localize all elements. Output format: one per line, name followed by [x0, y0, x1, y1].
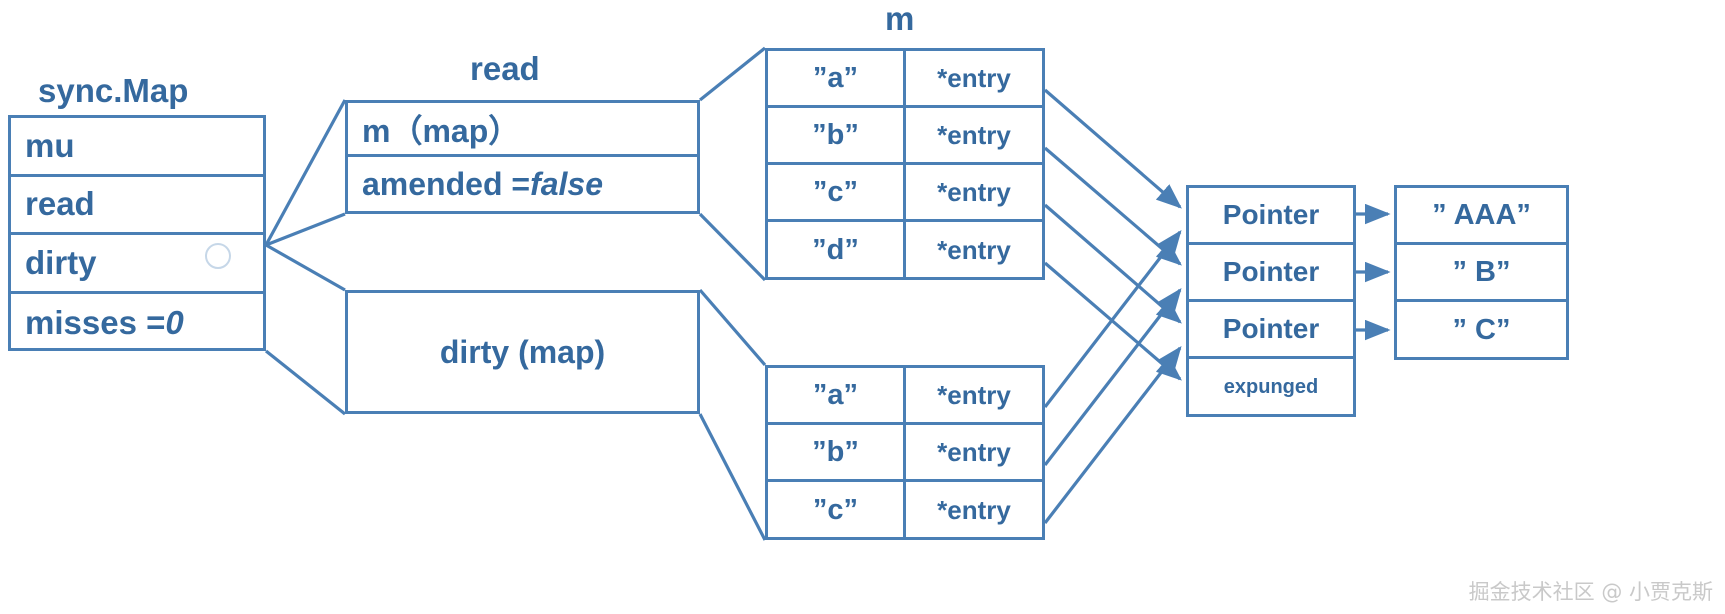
table-row: ”d” *entry: [768, 222, 1042, 279]
edge-dirty: [265, 243, 346, 292]
pointer-stack: Pointer Pointer Pointer expunged: [1186, 185, 1356, 417]
table-row: ”b” *entry: [768, 425, 1042, 482]
m-key-c: ”c”: [768, 165, 906, 219]
table-row: ”a” *entry: [768, 368, 1042, 425]
edge-read-m-top: [699, 46, 766, 102]
dirty-entry-table: ”a” *entry ”b” *entry ”c” *entry: [765, 365, 1045, 540]
edge-dirty-2: [265, 349, 346, 416]
edge-m-a-pointer: [1043, 88, 1182, 209]
syncmap-row-read-label: read: [25, 185, 95, 223]
table-row: ”b” *entry: [768, 108, 1042, 165]
dirty-value-b: *entry: [937, 436, 1011, 467]
value-row-3: ” C”: [1452, 314, 1511, 346]
m-value-c: *entry: [937, 176, 1011, 207]
dirty-value-c: *entry: [937, 495, 1011, 525]
table-row: ”c” *entry: [768, 165, 1042, 222]
dirty-key-b: ”b”: [768, 425, 906, 479]
table-row: ”a” *entry: [768, 51, 1042, 108]
m-key-a: ”a”: [768, 51, 906, 105]
pointer-row-2: Pointer: [1189, 245, 1353, 302]
read-struct: m（map） amended = false: [345, 100, 700, 214]
read-row-m: m（map）: [348, 103, 697, 157]
edge-m-d-pointer: [1043, 261, 1182, 381]
edge-m-c-pointer: [1043, 203, 1182, 324]
edge-read: [264, 99, 347, 246]
table-row: ”c” *entry: [768, 482, 1042, 539]
value-row-2: ” B”: [1397, 245, 1566, 302]
read-row-amended: amended = false: [348, 157, 697, 211]
m-key-d: ”d”: [768, 222, 906, 279]
edge-read-2: [265, 212, 346, 247]
read-row-amended-label: amended =: [362, 165, 531, 202]
m-table-title: m: [885, 0, 915, 37]
syncmap-row-read: read: [11, 177, 263, 235]
value-stack: ” AAA” ” B” ” C”: [1394, 185, 1569, 360]
edge-dirty-a-pointer: [1043, 229, 1182, 408]
syncmap-row-dirty-label: dirty: [25, 243, 97, 281]
pointer-row-3: Pointer: [1189, 302, 1353, 359]
edge-dirty-table-bottom: [698, 413, 767, 541]
m-entry-table: ”a” *entry ”b” *entry ”c” *entry ”d” *en…: [765, 48, 1045, 280]
edge-dirty-c-pointer: [1043, 345, 1182, 524]
image-smudge-artifact: [205, 243, 231, 269]
value-row-1: ” AAA”: [1397, 188, 1566, 245]
m-value-a: *entry: [937, 62, 1011, 93]
dirty-map-label: dirty (map): [439, 333, 606, 370]
pointer-row-expunged: expunged: [1223, 376, 1319, 398]
syncmap-row-misses-value: 0: [165, 303, 184, 341]
dirty-key-c: ”c”: [768, 482, 906, 539]
dirty-value-a: *entry: [937, 379, 1011, 410]
m-value-b: *entry: [937, 119, 1011, 150]
edge-read-m-bottom: [698, 212, 767, 282]
syncmap-struct: mu read dirty misses = 0: [8, 115, 266, 351]
read-row-amended-value: false: [530, 165, 603, 202]
syncmap-row-dirty: dirty: [11, 235, 263, 294]
pointer-row-1: Pointer: [1189, 188, 1353, 245]
syncmap-row-mu: mu: [11, 118, 263, 177]
watermark: 掘金技术社区 @ 小贾克斯: [1468, 580, 1713, 604]
syncmap-row-misses: misses = 0: [11, 294, 263, 353]
syncmap-row-misses-label: misses =: [25, 303, 166, 341]
m-value-d: *entry: [937, 235, 1011, 265]
read-row-m-label: m（map）: [362, 112, 521, 149]
dirty-map-box: dirty (map): [345, 290, 700, 414]
edge-dirty-table-top: [698, 288, 767, 367]
edge-m-b-pointer: [1043, 146, 1182, 266]
dirty-key-a: ”a”: [768, 368, 906, 422]
syncmap-title: sync.Map: [38, 72, 189, 109]
read-title: read: [470, 50, 540, 87]
syncmap-row-mu-label: mu: [25, 126, 75, 164]
edge-dirty-b-pointer: [1043, 287, 1182, 466]
m-key-b: ”b”: [768, 108, 906, 162]
